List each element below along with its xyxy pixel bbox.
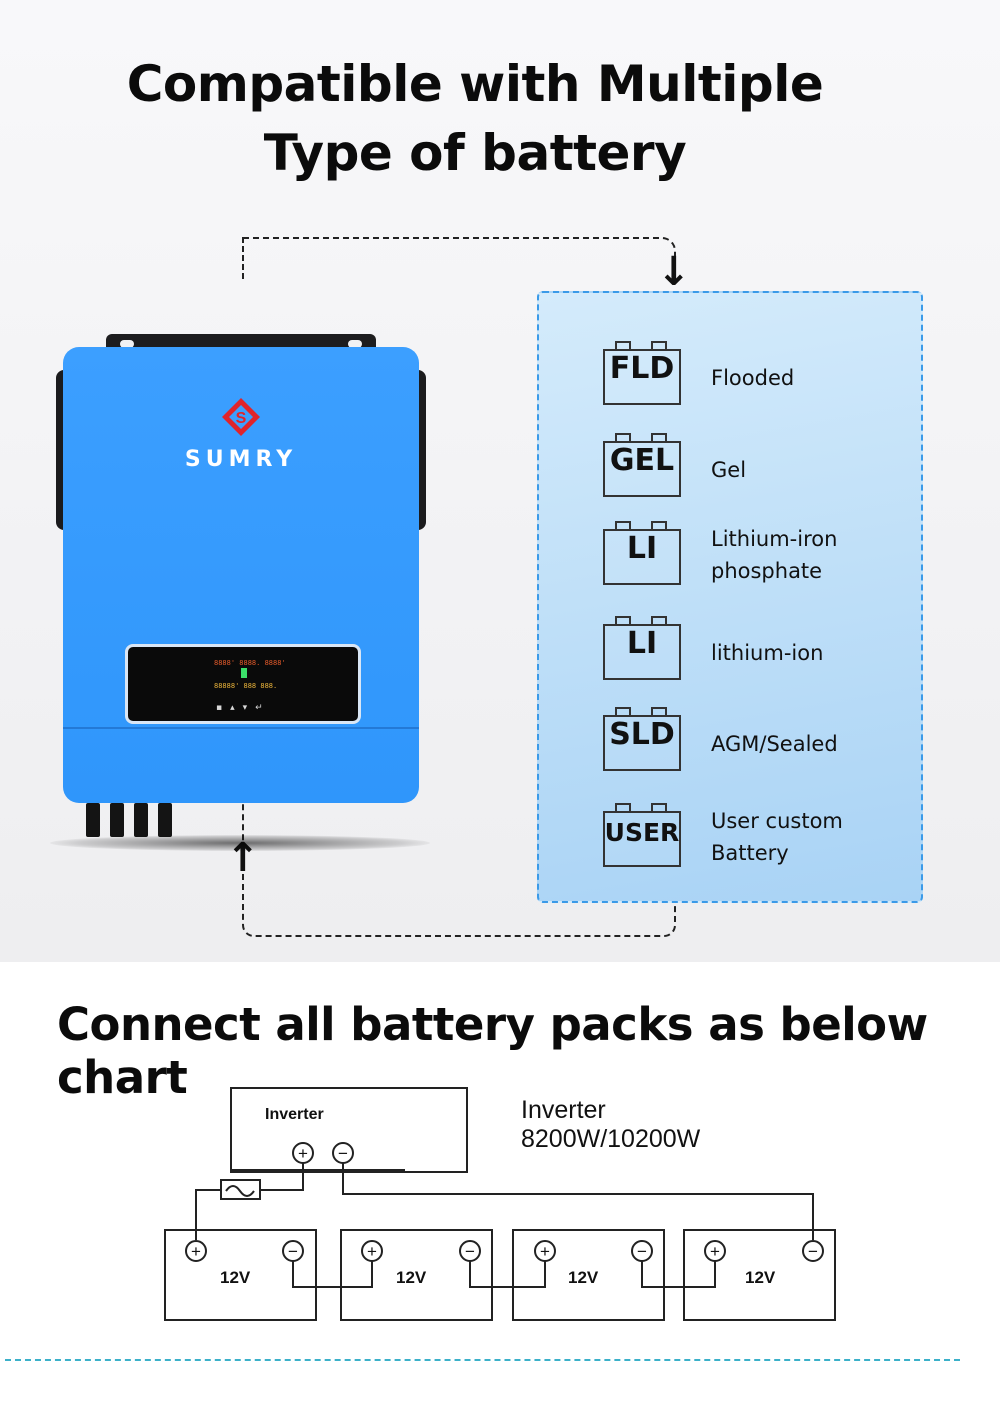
plus-symbol: + <box>540 1242 550 1261</box>
battery-icon: SLD <box>603 707 681 771</box>
battery-type-item: GEL Gel <box>539 433 921 513</box>
inverter-box <box>230 1087 468 1173</box>
battery-types-panel: FLD Flooded GEL Gel LI Lithium-iro <box>537 291 923 903</box>
inverter-device: S SUMRY 8888' 8888. 8888' 88888' 888 888… <box>50 330 430 851</box>
floor-shadow <box>50 835 430 851</box>
wiring-heading: Connect all battery packs as below chart <box>57 998 928 1104</box>
minus-symbol: − <box>465 1242 475 1261</box>
battery-label: Lithium-iron phosphate <box>711 527 838 583</box>
arrow-down-icon: ↓ <box>657 249 691 295</box>
battery-box <box>512 1229 665 1321</box>
minus-symbol: − <box>338 1144 348 1163</box>
battery-type-item: LI lithium-ion <box>539 616 921 696</box>
battery-voltage-label: 12V <box>568 1268 599 1287</box>
battery-type-item: USER User custom Battery <box>539 803 921 883</box>
battery-code: LI <box>626 531 658 566</box>
inverter-box-label: Inverter <box>265 1106 324 1123</box>
battery-label: Gel <box>711 458 747 482</box>
battery-box <box>340 1229 493 1321</box>
sumry-logo-icon: S <box>222 398 260 436</box>
battery-icon: USER <box>603 803 681 867</box>
svg-text:S: S <box>236 410 247 427</box>
cable-connector <box>86 803 100 837</box>
compatibility-section: Compatible with Multiple Type of battery… <box>0 0 1000 962</box>
battery-box <box>683 1229 836 1321</box>
headline-line-1: Compatible with Multiple <box>126 55 824 113</box>
battery-type-item: SLD AGM/Sealed <box>539 707 921 787</box>
minus-symbol: − <box>637 1242 647 1261</box>
section-divider <box>5 1359 960 1361</box>
minus-symbol: − <box>288 1242 298 1261</box>
cable-connector <box>158 803 172 837</box>
brand-name: SUMRY <box>184 447 298 472</box>
cable-connector <box>134 803 148 837</box>
battery-icon: LI <box>603 616 681 680</box>
plus-symbol: + <box>191 1242 201 1261</box>
inverter-model-line-1: Inverter <box>521 1096 606 1124</box>
battery-code: FLD <box>609 351 675 386</box>
lcd-readout-bottom: 88888' 888 888. <box>214 682 278 690</box>
battery-label: AGM/Sealed <box>711 732 838 756</box>
battery-label: User custom Battery <box>711 809 843 865</box>
plus-symbol: + <box>710 1242 720 1261</box>
headline-line-2: Type of battery <box>263 124 687 182</box>
battery-voltage-label: 12V <box>396 1268 427 1287</box>
lcd-battery-indicator <box>241 668 247 678</box>
battery-label: Flooded <box>711 366 795 390</box>
connection-loop-top <box>242 237 676 279</box>
control-keys[interactable]: ▪▴▾↵ <box>216 703 271 713</box>
battery-icon: LI <box>603 521 681 585</box>
wiring-diagram: Inverter Inverter 8200W/10200W + − + − +… <box>164 1087 836 1321</box>
plus-symbol: + <box>367 1242 377 1261</box>
battery-box <box>164 1229 317 1321</box>
body-seam <box>63 727 419 729</box>
lcd-display: 8888' 8888. 8888' 88888' 888 888. ▪▴▾↵ <box>125 644 361 724</box>
battery-voltage-label: 12V <box>220 1268 251 1287</box>
inverter-body: S SUMRY 8888' 8888. 8888' 88888' 888 888… <box>63 347 419 803</box>
inverter-model-line-2: 8200W/10200W <box>521 1125 701 1153</box>
lcd-readout-top: 8888' 8888. 8888' <box>214 659 286 667</box>
battery-code: SLD <box>609 717 675 752</box>
minus-symbol: − <box>808 1242 818 1261</box>
battery-code: GEL <box>609 443 675 478</box>
battery-type-item: LI Lithium-iron phosphate <box>539 521 921 601</box>
battery-type-item: FLD Flooded <box>539 341 921 421</box>
battery-code: LI <box>626 626 658 661</box>
battery-icon: GEL <box>603 433 681 497</box>
battery-icon: FLD <box>603 341 681 405</box>
cable-connector <box>110 803 124 837</box>
battery-label: lithium-ion <box>711 641 824 665</box>
plus-symbol: + <box>298 1144 308 1163</box>
battery-voltage-label: 12V <box>745 1268 776 1287</box>
battery-code: USER <box>604 818 680 847</box>
